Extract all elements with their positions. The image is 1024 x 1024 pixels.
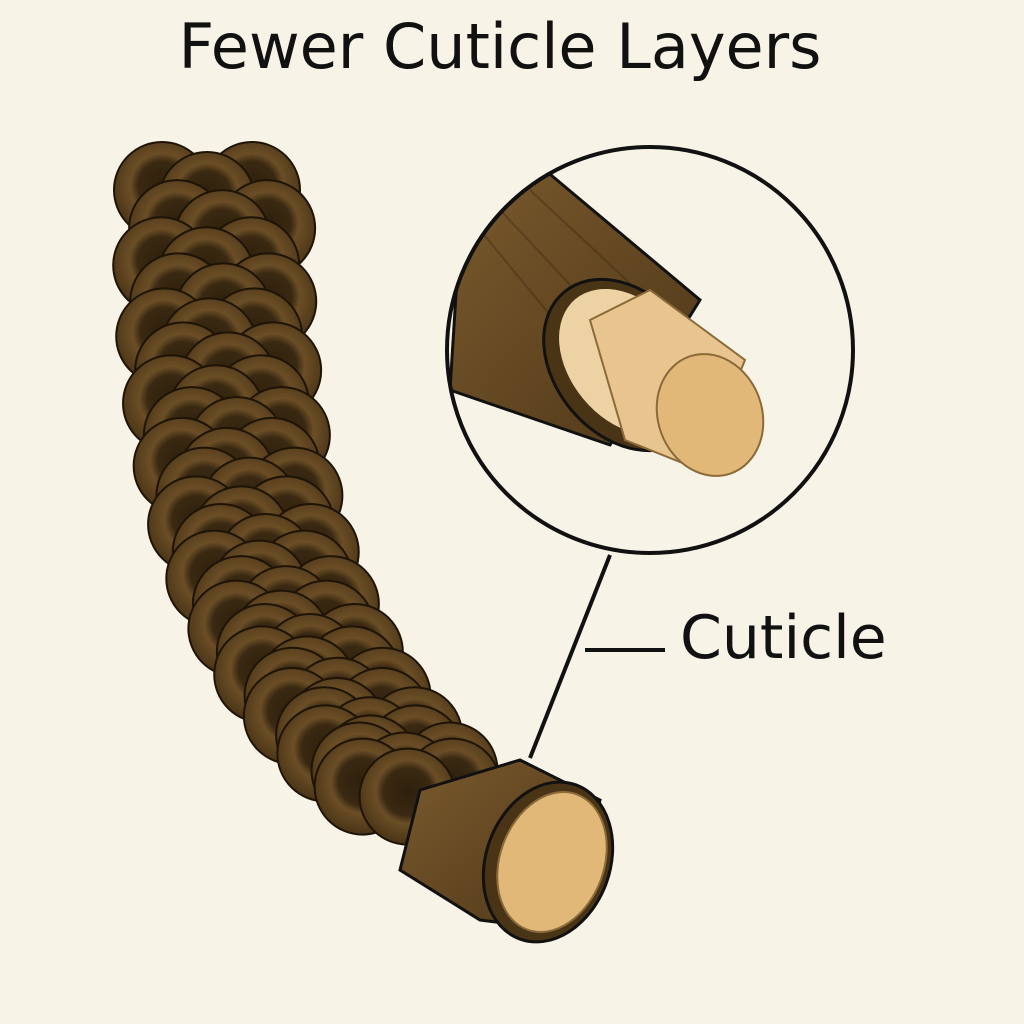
magnified-inset (445, 145, 855, 555)
inset-circle-border (445, 145, 855, 555)
cuticle-label: Cuticle (680, 603, 887, 673)
diagram-title: Fewer Cuticle Layers (178, 10, 822, 83)
hair-strand-scaled (112, 141, 502, 846)
hair-cut-end (398, 758, 615, 944)
callout-line (528, 554, 612, 759)
